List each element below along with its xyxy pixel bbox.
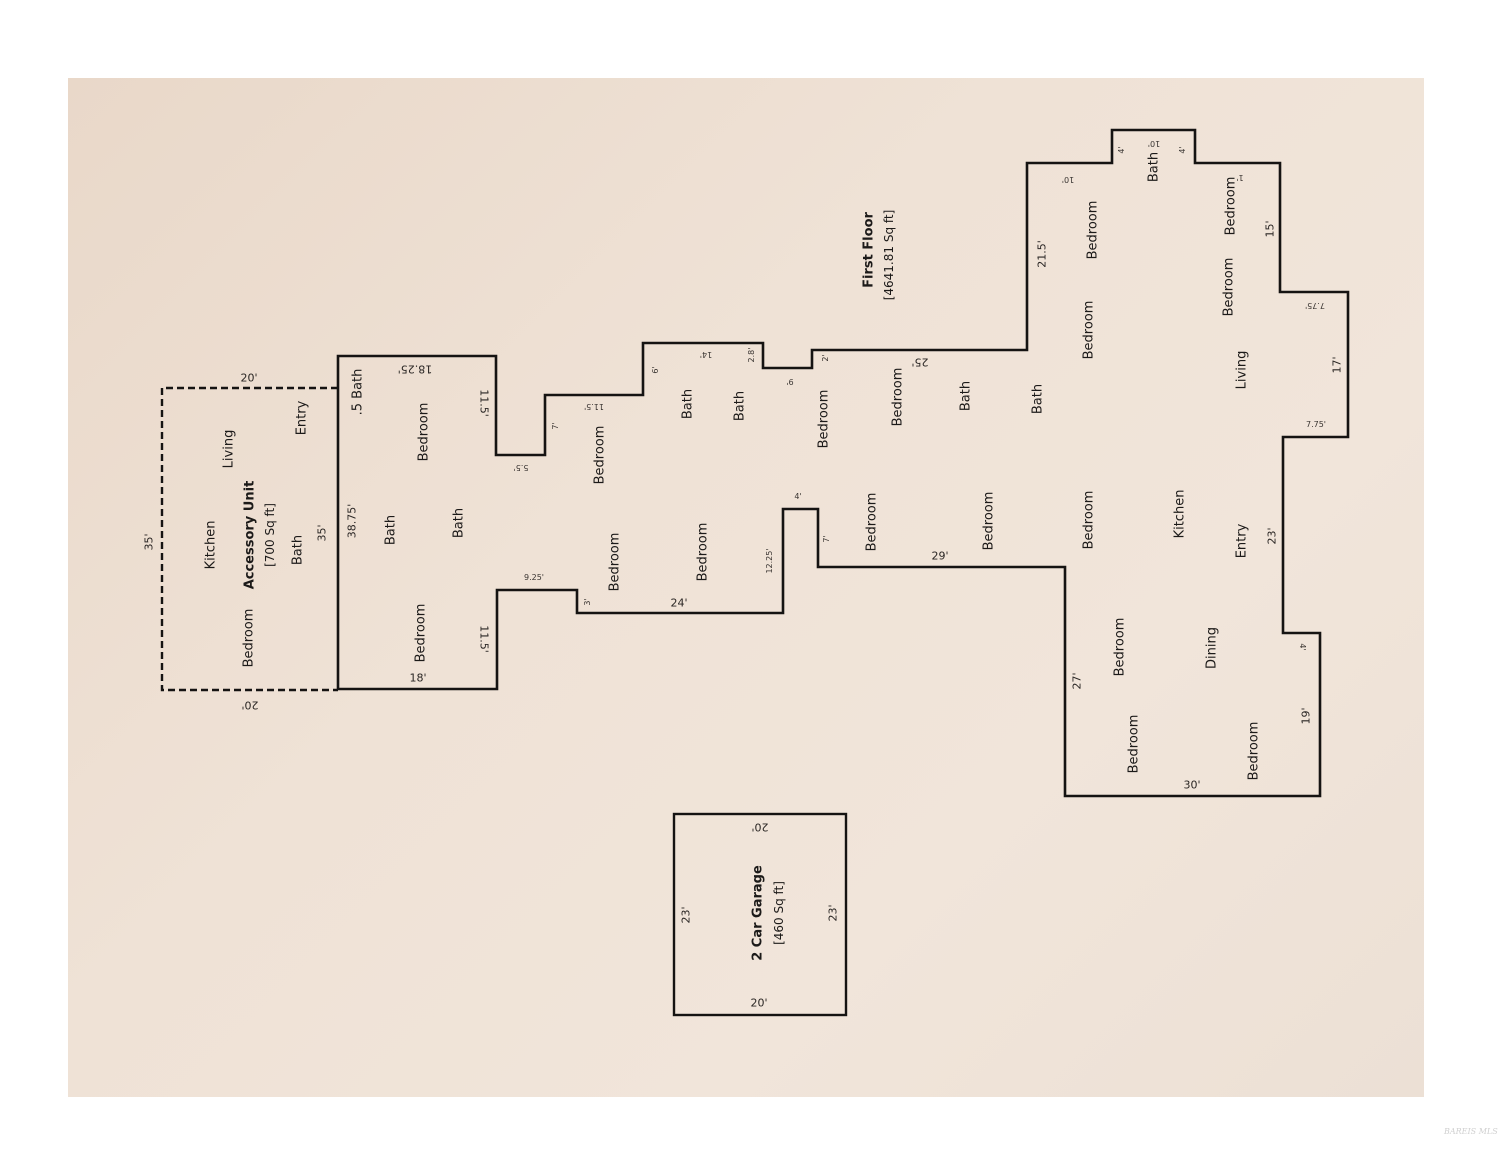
dim-bath-10: 10' [1147, 139, 1161, 148]
room-bedroom: Bedroom [1085, 200, 1101, 260]
room-bedroom: Bedroom [1223, 176, 1239, 236]
room-living: Living [1234, 350, 1250, 390]
room-bedroom: Bedroom [864, 492, 880, 552]
first-floor-area: [4641.81 Sq ft] [882, 209, 896, 301]
room-bath: Bath [383, 514, 399, 546]
garage-dim-right: 23' [826, 904, 840, 922]
room-bath: Bath [1146, 151, 1162, 183]
dim-bath-4-left: 4' [1117, 146, 1126, 154]
dim-west-notch-top: 11.5' [477, 389, 491, 417]
dim-notch-7: 7' [822, 535, 831, 543]
dim-east-7-75-bottom: 7.75' [1305, 420, 1327, 429]
room-bedroom: Bedroom [890, 367, 906, 427]
dim-east-7-75-top: 7.75' [1304, 301, 1326, 310]
garage-area: [460 Sq ft] [772, 881, 786, 945]
room-bedroom: Bedroom [1081, 490, 1097, 550]
dim-west-top: 18.25' [397, 362, 433, 376]
room-bedroom: Bedroom [592, 425, 608, 485]
dim-step-14: 14' [699, 350, 713, 359]
room-bedroom: Bedroom [695, 522, 711, 582]
room-dining: Dining [1204, 627, 1220, 669]
room-bedroom: Bedroom [1112, 617, 1128, 677]
first-floor-title: First Floor [861, 212, 877, 288]
dim-east-15: 15' [1263, 220, 1277, 238]
room-bedroom: Bedroom [1246, 721, 1262, 781]
room-entry: Entry [1234, 523, 1250, 559]
room-bath: Bath [680, 388, 696, 420]
room-kitchen: Kitchen [1172, 489, 1188, 539]
accessory-bedroom-label: Bedroom [241, 608, 257, 668]
room-bedroom: Bedroom [413, 603, 429, 663]
dim-bottom-9-25: 9.25' [523, 573, 545, 582]
dim-step-7: 7' [551, 422, 560, 430]
accessory-dim-left: 35' [142, 533, 156, 551]
room-bedroom: Bedroom [816, 389, 832, 449]
dim-bath-4-right: 4' [1178, 146, 1187, 154]
dim-west-notch-bottom: 11.5' [477, 625, 491, 653]
garage-dim-left: 23' [679, 906, 693, 924]
mls-watermark: BAREIS MLS [1444, 1127, 1498, 1136]
room-bath: Bath [958, 380, 974, 412]
accessory-unit-area: [700 Sq ft] [263, 503, 277, 567]
room-bedroom: Bedroom [1126, 714, 1142, 774]
dim-west-height: 38.75' [345, 503, 359, 539]
dim-step-9: 9' [786, 377, 794, 386]
accessory-dim-top: 20' [240, 371, 258, 385]
accessory-entry-label: Entry [294, 400, 310, 436]
dim-south-29: 29' [931, 549, 949, 563]
room-bath: Bath [732, 390, 748, 422]
dim-notch-4: 4' [794, 492, 802, 501]
dim-step-5-5: 5.5' [513, 463, 529, 472]
dim-east-19: 19' [1299, 707, 1313, 725]
garage-outline [672, 812, 848, 1017]
room-bedroom: Bedroom [1081, 300, 1097, 360]
accessory-dim-right: 35' [315, 524, 329, 542]
accessory-unit-title: Accessory Unit [242, 480, 258, 590]
dim-step-2: 2' [821, 354, 830, 362]
dim-south-27: 27' [1070, 672, 1084, 690]
dim-east-21-5: 21.5' [1035, 240, 1049, 268]
dim-step-11-5: 11.5' [583, 402, 605, 411]
room-bedroom: Bedroom [607, 532, 623, 592]
garage-dim-bottom: 20' [750, 996, 768, 1010]
dim-east-10-left: 10' [1061, 175, 1075, 184]
dim-step-2-8: 2.8' [747, 347, 756, 363]
dim-bottom-3: 3' [583, 598, 592, 606]
accessory-unit-outline [160, 386, 338, 692]
room-bath: Bath [1030, 383, 1046, 415]
garage-title: 2 Car Garage [750, 865, 766, 961]
room-bedroom: Bedroom [1221, 257, 1237, 317]
accessory-living-label: Living [221, 429, 237, 469]
accessory-kitchen-label: Kitchen [203, 520, 219, 570]
accessory-bath-label: Bath [290, 534, 306, 566]
room-bedroom: Bedroom [981, 491, 997, 551]
floor-plan-paper [68, 78, 1424, 1097]
dim-west-bottom: 18' [409, 671, 427, 685]
first-floor-outline [336, 128, 1350, 798]
room-bedroom: Bedroom [416, 402, 432, 462]
dim-east-23: 23' [1265, 527, 1279, 545]
accessory-dim-bottom: 20' [241, 698, 259, 712]
room-bath: Bath [451, 507, 467, 539]
garage-dim-top: 20' [751, 820, 769, 834]
dim-south-30: 30' [1183, 778, 1201, 792]
dim-east-4: 4' [1298, 643, 1307, 651]
dim-step-6: 6' [651, 366, 660, 374]
dim-top-25: 25' [911, 355, 929, 369]
dim-east-17: 17' [1330, 356, 1344, 374]
dim-notch-12-25: 12.25' [765, 548, 774, 574]
dim-bottom-24: 24' [670, 596, 688, 610]
half-bath-label: .5 Bath [350, 368, 366, 416]
